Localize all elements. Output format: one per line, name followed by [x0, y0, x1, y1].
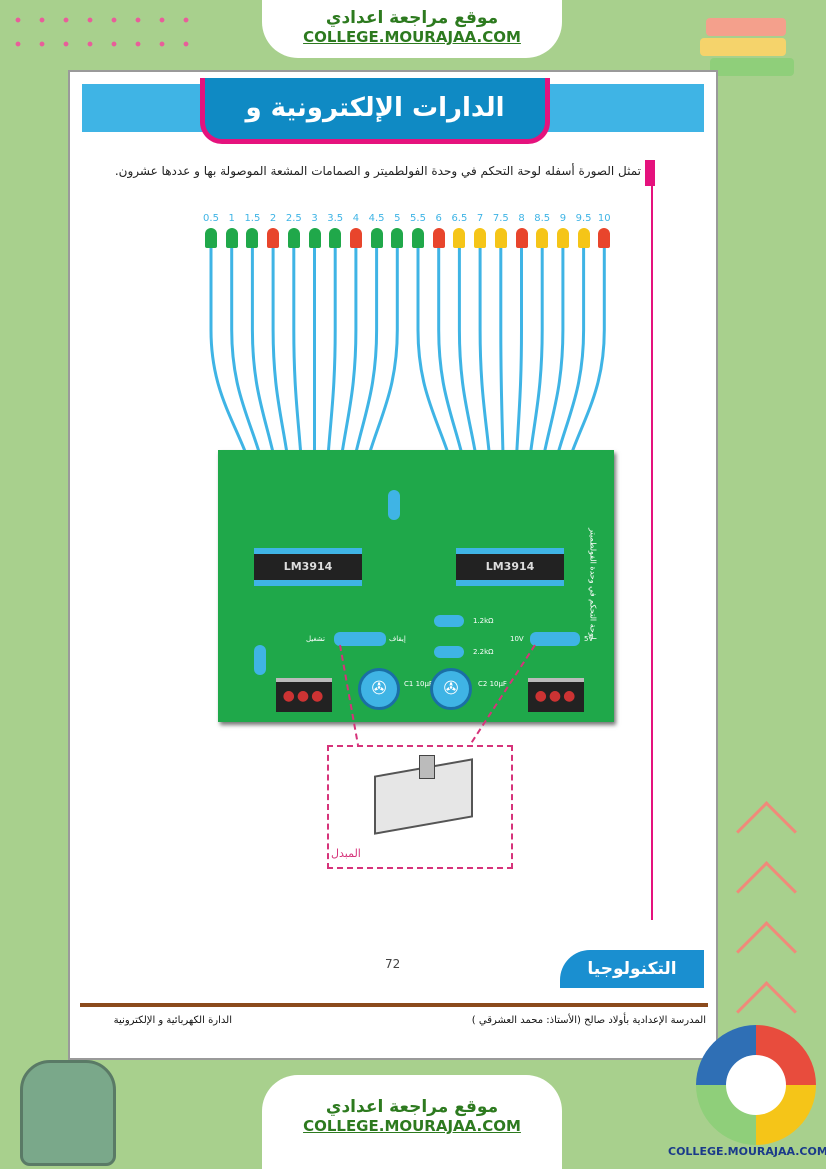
- resistor: [254, 645, 266, 675]
- footer-rule: [80, 1003, 708, 1007]
- resistor-1k2-label: 1.2kΩ: [473, 617, 494, 625]
- switch-label: المبدل: [331, 847, 361, 860]
- books-icon: [700, 12, 800, 87]
- led-label: 8: [518, 213, 525, 224]
- led-label: 4: [352, 213, 360, 224]
- site-logo: [696, 1025, 816, 1145]
- site-name: موقع مراجعة اعدادي: [325, 1097, 499, 1117]
- led: [308, 228, 321, 248]
- site-name: موقع مراجعة اعدادي: [325, 8, 499, 28]
- led: [391, 228, 404, 248]
- chip-lm3914-left: LM3914: [254, 548, 362, 586]
- potentiometer-c1[interactable]: ✇: [358, 668, 400, 710]
- led-label: 6.5: [451, 213, 468, 224]
- led-label: 9.5: [575, 213, 592, 224]
- resistor: [388, 490, 400, 520]
- led-label: 3: [311, 213, 318, 224]
- margin-line: [651, 160, 653, 920]
- section-tab: التكنولوجيا: [560, 950, 704, 988]
- led: [287, 228, 300, 248]
- c1-label: C1 10μF: [404, 680, 433, 688]
- led: [598, 228, 611, 248]
- led-label: 1.5: [244, 213, 261, 224]
- switch-detail-box: المبدل: [327, 745, 513, 869]
- control-board: LM3914 LM3914 1.2kΩ 2.2kΩ تشغيل إيقاف 10…: [218, 450, 614, 722]
- led-label: 0.5: [203, 213, 219, 224]
- backpack-icon: [20, 1060, 116, 1166]
- led-label: 8.5: [534, 213, 551, 224]
- led: [536, 228, 549, 248]
- footer-school: المدرسة الإعدادية بأولاد صالح (الأستاذ: …: [471, 1015, 706, 1026]
- led-label: 2.5: [285, 213, 302, 224]
- led: [412, 228, 424, 248]
- led: [432, 228, 445, 248]
- led-label: 6: [435, 213, 442, 224]
- led: [474, 228, 487, 248]
- resistor-1k2: [434, 615, 464, 627]
- site-url[interactable]: COLLEGE.MOURAJAA.COM: [303, 1117, 521, 1135]
- led-label: 4.5: [368, 213, 385, 224]
- led-label: 3.5: [327, 213, 344, 224]
- resistor-2k2: [434, 646, 464, 658]
- led: [205, 228, 217, 248]
- switch-label-on: تشغيل: [306, 635, 325, 643]
- decorative-dots: [0, 0, 200, 60]
- site-banner-top: موقع مراجعة اعدادي COLLEGE.MOURAJAA.COM: [262, 0, 562, 58]
- terminal-block-left: ●●●: [276, 678, 332, 712]
- range-label-5v: 5V: [584, 635, 594, 643]
- switch-label-off: إيقاف: [389, 635, 406, 643]
- potentiometer-c2[interactable]: ✇: [430, 668, 472, 710]
- c2-label: C2 10μF: [478, 680, 507, 688]
- led: [515, 228, 528, 248]
- led-label: 7: [476, 213, 484, 224]
- range-label-10v: 10V: [510, 635, 524, 643]
- range-switch[interactable]: [530, 632, 580, 646]
- led: [494, 228, 507, 248]
- resistor-2k2-label: 2.2kΩ: [473, 648, 494, 656]
- chip-lm3914-right: LM3914: [456, 548, 564, 586]
- switch-knob: [419, 755, 435, 779]
- led-label: 10: [597, 213, 611, 224]
- led: [225, 228, 238, 248]
- logo-text: COLLEGE.MOURAJAA.COM: [668, 1145, 826, 1158]
- led-label: 5.5: [410, 213, 426, 224]
- led: [349, 228, 362, 248]
- page-number: 72: [385, 957, 401, 971]
- led: [267, 228, 280, 248]
- led: [329, 228, 342, 248]
- led-label: 2: [269, 213, 277, 224]
- led-label: 1: [228, 213, 235, 224]
- footer-chapter: الدارة الكهربائية و الإلكترونية: [113, 1015, 232, 1026]
- led-label: 7.5: [492, 213, 509, 224]
- power-switch[interactable]: [334, 632, 386, 646]
- led: [577, 228, 590, 248]
- led-label: 5: [394, 213, 401, 224]
- led: [246, 228, 259, 248]
- terminal-block-right: ●●●: [528, 678, 584, 712]
- intro-text: تمثل الصورة أسفله لوحة التحكم في وحدة ال…: [114, 164, 641, 178]
- led: [556, 228, 569, 248]
- led: [370, 228, 383, 248]
- site-banner-bottom: موقع مراجعة اعدادي COLLEGE.MOURAJAA.COM: [262, 1075, 562, 1169]
- page-title: الدارات الإلكترونية و الكهربائية: [200, 78, 550, 183]
- site-url[interactable]: COLLEGE.MOURAJAA.COM: [303, 28, 521, 46]
- paragraph-marker: [645, 160, 655, 186]
- led-label: 9: [559, 213, 567, 224]
- led: [453, 228, 466, 248]
